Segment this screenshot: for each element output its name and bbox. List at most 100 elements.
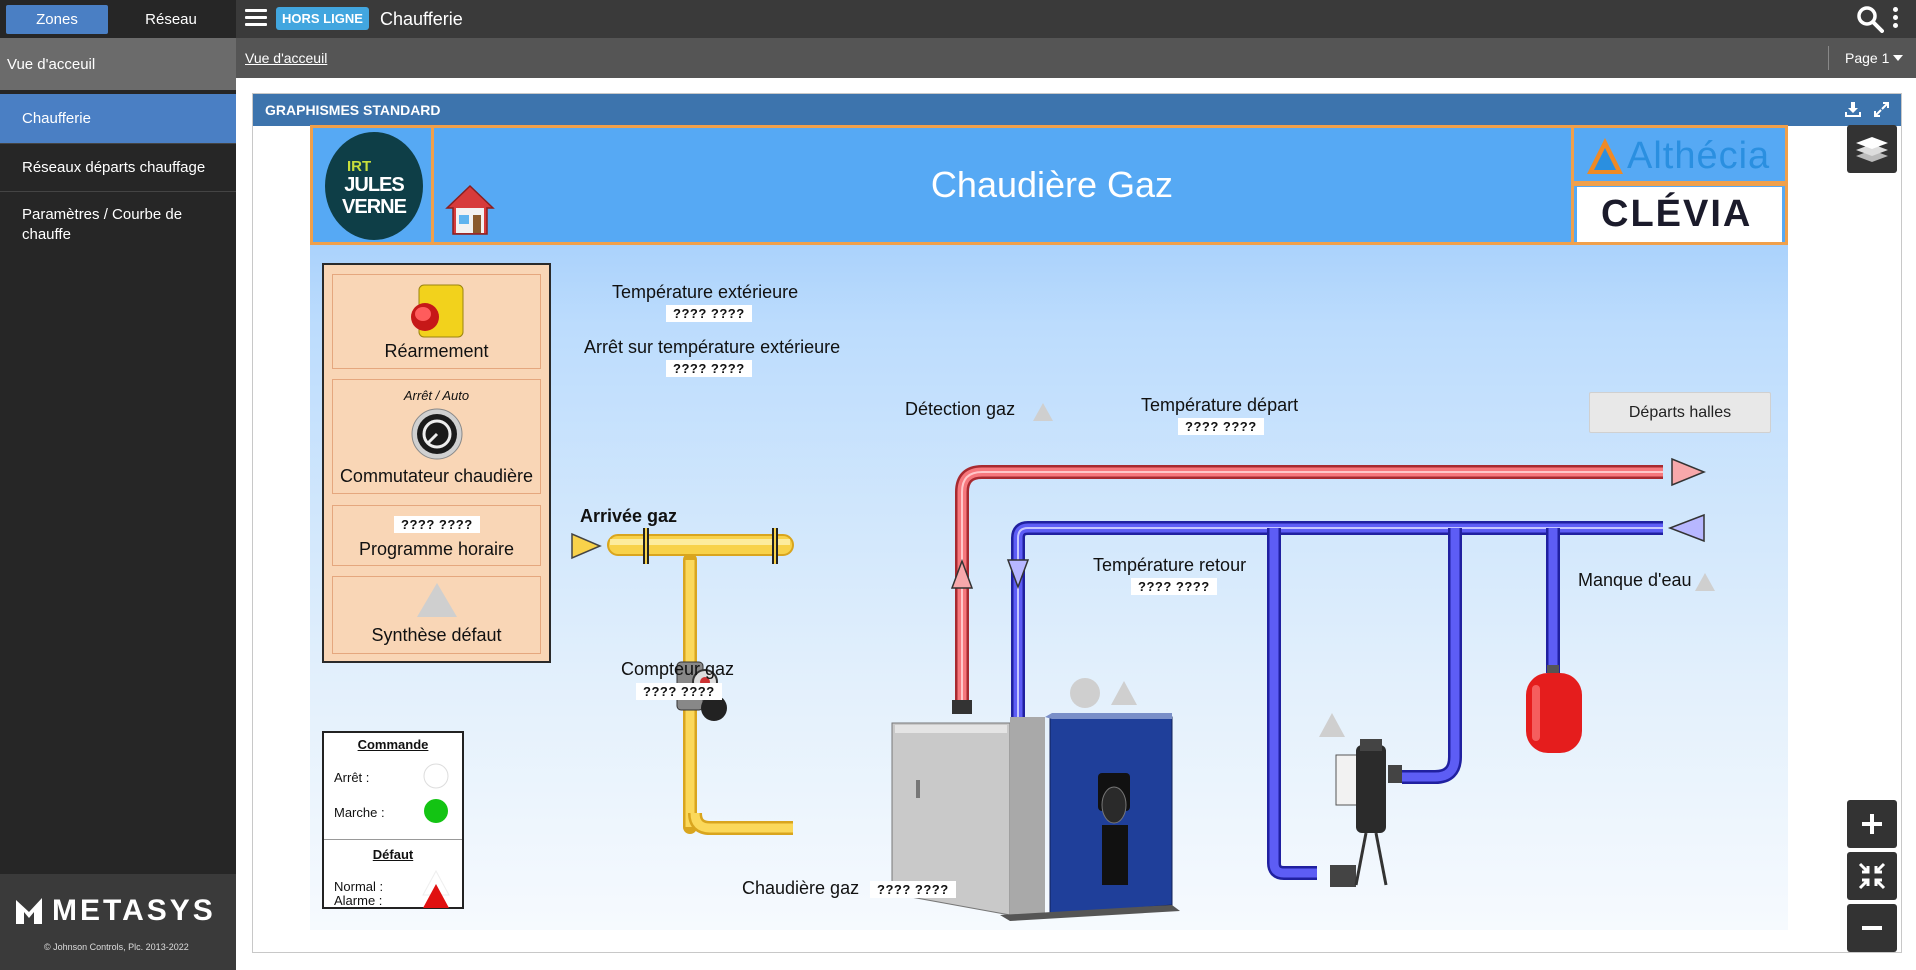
zoom-in-button[interactable] [1847,800,1897,848]
caret-down-icon [1893,55,1904,61]
banner-divider [1574,181,1785,186]
pump-fault-status-icon [1319,713,1345,737]
banner-divider [1571,128,1574,242]
fault-summary-status-icon [417,583,457,617]
layers-button[interactable] [1847,125,1897,173]
schedule-label: Programme horaire [358,539,515,559]
page-selector-label: Page 1 [1845,50,1890,66]
supply-temp-label: Température départ [1141,395,1299,415]
zoom-out-button[interactable] [1847,904,1897,952]
gas-meter-value[interactable]: ???? ???? [636,683,722,700]
logo-text: VERNE [342,196,407,218]
clevia-logo: CLÉVIA [1577,187,1782,242]
logo-text: CLÉVIA [1601,193,1753,235]
outdoor-stop-value[interactable]: ???? ???? [666,360,752,377]
fault-summary-box[interactable]: Synthèse défaut [332,576,541,654]
return-in-arrow [1667,513,1705,543]
sidebar-tabs: Zones Réseau [0,0,236,38]
sidebar-item-parametres[interactable]: Paramètres / Courbe de chauffe [0,192,236,258]
outdoor-temp-label: Température extérieure [612,282,799,302]
boiler-run-status-icon [1070,678,1100,708]
sidebar-item-home[interactable]: Vue d'acceuil [0,38,236,90]
panel-header: GRAPHISMES STANDARD [253,94,1901,126]
sidebar-item-reseaux[interactable]: Réseaux départs chauffage [0,144,236,192]
minus-icon [1862,926,1882,930]
logo-text: JULES [344,174,404,196]
return-temp-label: Température retour [1093,555,1247,575]
gas-arrival-label: Arrivée gaz [580,506,678,526]
gas-detection-label: Détection gaz [905,399,1016,419]
supply-flow-arrow [950,558,974,589]
boiler-fault-status-icon [1111,681,1137,705]
legend-command-title: Commande [357,737,429,752]
switch-label: Commutateur chaudière [339,466,534,486]
banner-divider [431,128,434,242]
legend: Commande Arrêt : Marche : Défaut Normal … [322,731,464,909]
schedule-value: ???? ???? [394,516,480,533]
outdoor-temp-value[interactable]: ???? ???? [666,305,752,322]
outdoor-stop-label: Arrêt sur température extérieure [584,337,841,357]
metasys-wordmark: METASYS [52,894,216,927]
gas-detection-status-icon [1033,403,1053,421]
legend-run-circle-icon [424,799,448,823]
emergency-button-icon [411,284,464,338]
gas-meter-label: Compteur gaz [621,659,735,679]
piping-diagram [571,403,1715,921]
legend-alarm-label: Alarme : [334,893,383,908]
rearm-label: Réarmement [384,341,489,361]
sidebar-item-label: Paramètres / Courbe de chauffe [22,206,183,243]
boiler-switch[interactable]: Arrêt / Auto Commutateur chaudière [332,379,541,494]
tab-reseau[interactable]: Réseau [145,10,197,28]
boiler-icon [891,700,1180,921]
switch-caption: Arrêt / Auto [403,388,470,403]
page-selector[interactable]: Page 1 [1828,46,1904,70]
sidebar-footer: METASYS © Johnson Controls, Plc. 2013-20… [0,874,236,970]
control-panel: Réarmement Arrêt / Auto Commutateur chau… [322,263,551,663]
graphic-canvas: IRT JULES VERNE Chaudière Gaz Althécia C… [310,125,1788,930]
water-lack-status-icon [1695,573,1715,591]
legend-divider [324,839,462,840]
legend-normal-label: Normal : [334,879,384,894]
page-title: Chaufferie [380,9,463,29]
graphic-title: Chaudière Gaz [930,164,1174,205]
supply-temp-value[interactable]: ???? ???? [1178,418,1264,435]
return-flow-arrow [1006,559,1030,590]
plus-icon [1862,814,1882,834]
copyright-text: © Johnson Controls, Plc. 2013-2022 [44,942,189,952]
supply-out-arrow [1671,457,1706,487]
breadcrumb-home-link[interactable]: Vue d'acceuil [245,50,328,66]
compress-icon [1858,862,1886,890]
panel-title: GRAPHISMES STANDARD [265,102,441,118]
boiler-value[interactable]: ???? ???? [870,881,956,898]
water-lack-label: Manque d'eau [1578,570,1692,590]
download-icon[interactable] [1845,102,1861,117]
sidebar-item-chaufferie[interactable]: Chaufferie [0,94,236,144]
more-options-icon[interactable] [1890,7,1900,31]
fit-to-screen-button[interactable] [1847,852,1897,900]
gas-arrival-arrow [571,532,602,560]
return-temp-value[interactable]: ???? ???? [1131,578,1217,595]
legend-stop-circle-icon [423,763,449,789]
althecia-mark-icon [1587,138,1623,174]
breadcrumb-bar: Vue d'acceuil Page 1 [236,38,1916,78]
hamburger-menu-icon[interactable] [245,9,267,29]
return-pipe [1011,521,1663,880]
metasys-mark-icon [16,898,42,924]
legend-stop-label: Arrêt : [334,770,370,785]
layers-icon [1856,137,1888,162]
gas-pipe [607,528,794,835]
home-icon[interactable] [445,184,495,236]
fault-summary-label: Synthèse défaut [371,625,502,645]
departs-halles-button[interactable]: Départs halles [1589,392,1771,433]
tab-zones[interactable]: Zones [6,4,108,34]
status-badge: HORS LIGNE [276,7,369,30]
header-banner: IRT JULES VERNE Chaudière Gaz Althécia C… [310,125,1788,245]
supply-pipe [955,465,1663,707]
rotary-switch-icon [411,408,463,460]
top-bar: HORS LIGNE Chaufferie [236,0,1916,38]
search-icon[interactable] [1856,5,1884,33]
schedule-box[interactable]: ???? ???? Programme horaire [332,505,541,566]
expansion-vessel-icon [1526,665,1582,753]
rearm-button[interactable]: Réarmement [332,274,541,369]
expand-icon[interactable] [1874,102,1889,117]
